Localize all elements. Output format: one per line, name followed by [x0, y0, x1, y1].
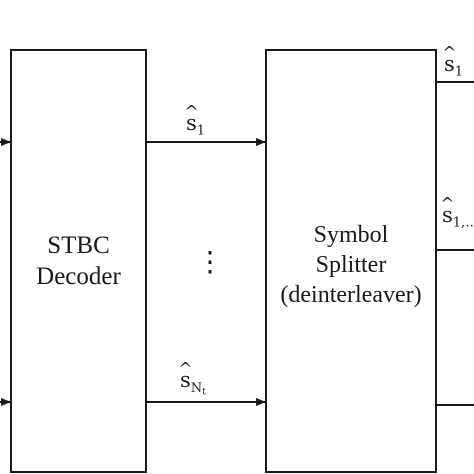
symbol-splitter-label: Symbol Splitter (deinterleaver) [266, 220, 436, 310]
s1-hat-label: s1 [186, 113, 205, 138]
symbol-splitter-block [265, 49, 437, 473]
snt-hat-sub-n: N [190, 380, 203, 396]
stbc-decoder-line-1: STBC [47, 232, 110, 259]
output-top-symbol: s [444, 54, 455, 75]
output-top-subscript: 1 [454, 64, 464, 80]
s1-hat-subscript: 1 [196, 123, 206, 139]
output-mid-subscript: 1,… [452, 215, 474, 231]
output-top-label: s1 [444, 54, 463, 79]
symbol-splitter-line-2: Splitter [315, 252, 387, 278]
s1-hat-symbol: s [186, 113, 197, 134]
symbol-splitter-line-3: (deinterleaver) [280, 282, 422, 308]
stbc-decoder-block [10, 49, 147, 473]
output-mid-symbol: s [442, 205, 453, 226]
snt-hat-symbol: s [180, 370, 191, 391]
ellipsis-glyph: ⋮ [196, 245, 224, 278]
symbol-splitter-line-1: Symbol [313, 222, 389, 248]
stbc-decoder-label: STBC Decoder [11, 230, 146, 293]
stbc-decoder-line-2: Decoder [36, 263, 121, 291]
snt-hat-subscript: Nt [190, 380, 206, 398]
snt-hat-sub-t: t [202, 387, 206, 398]
snt-hat-label: sNt [180, 370, 206, 397]
output-mid-label: s1,… [442, 205, 474, 230]
